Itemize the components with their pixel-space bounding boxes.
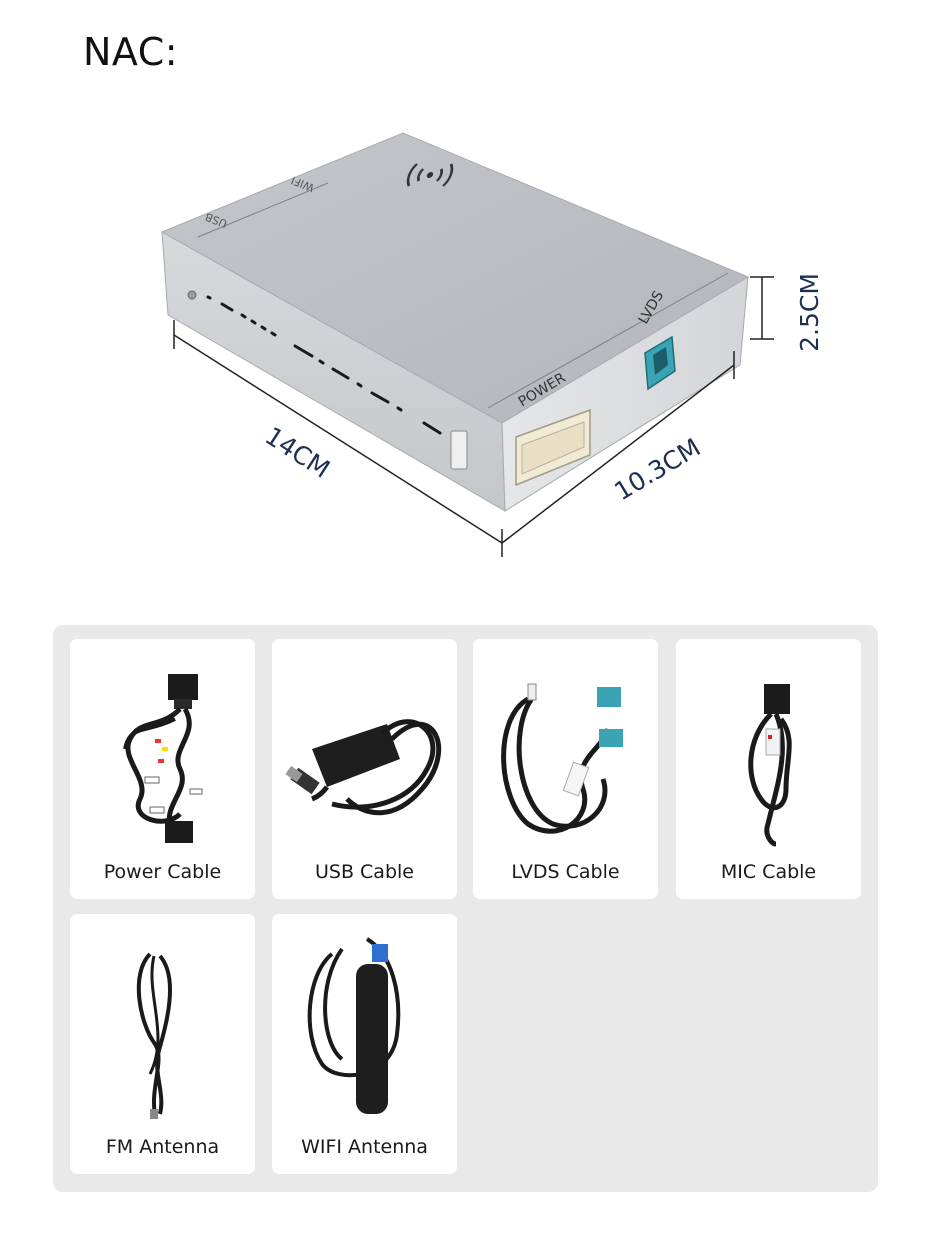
product-illustration: USB WIFI [150,125,830,575]
mic-cable-icon [748,684,792,847]
wireless-icon [406,163,454,187]
power-cable-icon [123,674,203,843]
accessory-label: MIC Cable [720,861,817,883]
accessories-panel: Power Cable USB Cable LVDS Cable [53,625,878,1192]
accessory-card-usb-cable: USB Cable [272,639,457,899]
accessory-label: WIFI Antenna [301,1136,428,1158]
accessory-card-fm-antenna: FM Antenna [70,914,255,1174]
accessory-label: USB Cable [315,861,414,883]
accessory-card-wifi-antenna: WIFI Antenna [272,914,457,1174]
height-dimension-label: 2.5CM [794,273,824,352]
fm-antenna-icon [136,952,172,1119]
accessory-label: Power Cable [103,861,222,883]
page-title: NAC: [83,30,179,74]
accessory-card-power-cable: Power Cable [70,639,255,899]
accessory-card-lvds-cable: LVDS Cable [473,639,658,899]
nac-box-image: USB WIFI [160,132,774,557]
wifi-antenna-icon [307,937,401,1114]
lvds-cable-icon [501,683,623,834]
accessory-label: LVDS Cable [511,861,620,883]
accessory-card-mic-cable: MIC Cable [676,639,861,899]
usb-cable-icon [285,719,442,816]
accessory-label: FM Antenna [105,1136,220,1158]
